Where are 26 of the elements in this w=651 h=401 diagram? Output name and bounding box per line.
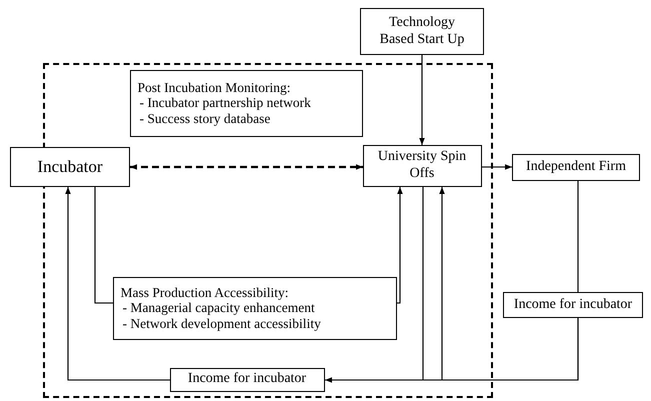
process-box — [362, 144, 482, 186]
node-label: Technology Based Start Up — [378, 15, 466, 48]
process-box — [170, 368, 324, 392]
list-heading: Post Incubation Monitoring: — [138, 80, 290, 96]
process-box — [10, 147, 130, 187]
node-label: Incubator — [37, 157, 103, 177]
connector-arrow — [325, 187, 424, 383]
list-box — [112, 276, 396, 340]
process-box — [360, 8, 484, 55]
process-box — [503, 292, 643, 318]
process-box — [512, 154, 640, 181]
list-item: - Network development accessibility — [122, 316, 321, 332]
list-item: - Success story database — [138, 110, 270, 126]
connector-arrow — [482, 164, 512, 170]
node-label: University Spin Offs — [378, 149, 466, 182]
node-label: Income for incubator — [514, 296, 632, 314]
list-item: - Managerial capacity enhancement — [122, 300, 315, 316]
node-label: Independent Firm — [526, 159, 626, 176]
connector-arrow — [65, 187, 170, 381]
connector-arrow — [419, 55, 425, 145]
node-label: Income for incubator — [188, 371, 306, 388]
list-item: - Incubator partnership network — [138, 95, 311, 111]
list-heading: Mass Production Accessibility: — [120, 284, 288, 300]
list-box — [130, 70, 362, 136]
connector-arrow — [130, 164, 363, 170]
connector-arrow — [397, 187, 403, 304]
